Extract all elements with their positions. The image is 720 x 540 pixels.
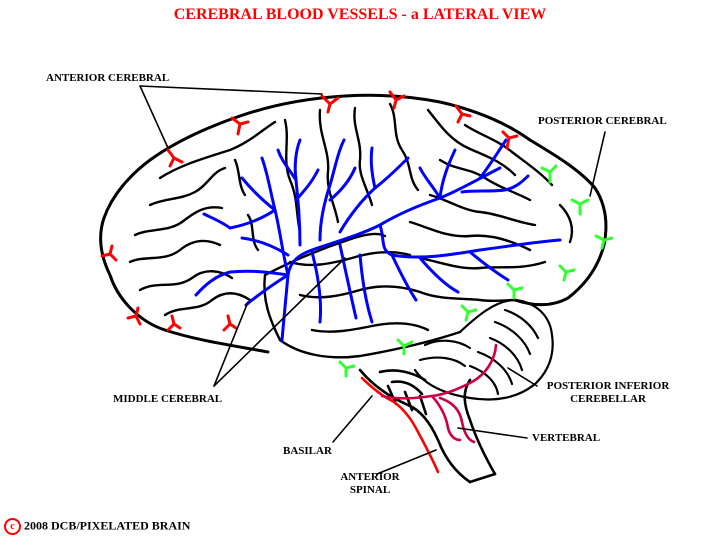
label-anterior-cerebral: ANTERIOR CEREBRAL: [46, 72, 170, 84]
middle-cerebral-arteries: [194, 138, 562, 342]
basilar-anterior-spinal-artery: [360, 376, 440, 474]
copyright-icon: c: [4, 518, 21, 535]
vertebral-and-pica-arteries: [380, 343, 498, 444]
label-basilar: BASILAR: [283, 445, 332, 457]
label-posterior-inferior-cerebellar: POSTERIOR INFERIOR CEREBELLAR: [538, 380, 678, 406]
diagram-title: CEREBRAL BLOOD VESSELS - a LATERAL VIEW: [173, 6, 547, 23]
cerebrum-outline: [99, 93, 608, 354]
label-anterior-spinal-line2: SPINAL: [349, 484, 391, 496]
brainstem: [358, 368, 497, 484]
anterior-cerebral-branches: [100, 90, 519, 332]
label-posterior-cerebral: POSTERIOR CEREBRAL: [538, 115, 667, 127]
posterior-cerebral-branches: [338, 164, 614, 378]
label-pica-line1: POSTERIOR INFERIOR: [546, 380, 670, 392]
copyright-text: 2008 DCB/PIXELATED BRAIN: [24, 518, 191, 533]
label-pica-line2: CEREBELLAR: [570, 393, 646, 405]
label-vertebral: VERTEBRAL: [532, 432, 601, 444]
label-anterior-spinal: ANTERIOR SPINAL: [334, 471, 406, 497]
leader-lines: [139, 85, 606, 475]
label-middle-cerebral: MIDDLE CEREBRAL: [113, 393, 223, 405]
cerebellum: [413, 298, 554, 401]
label-anterior-spinal-line1: ANTERIOR: [340, 471, 400, 483]
